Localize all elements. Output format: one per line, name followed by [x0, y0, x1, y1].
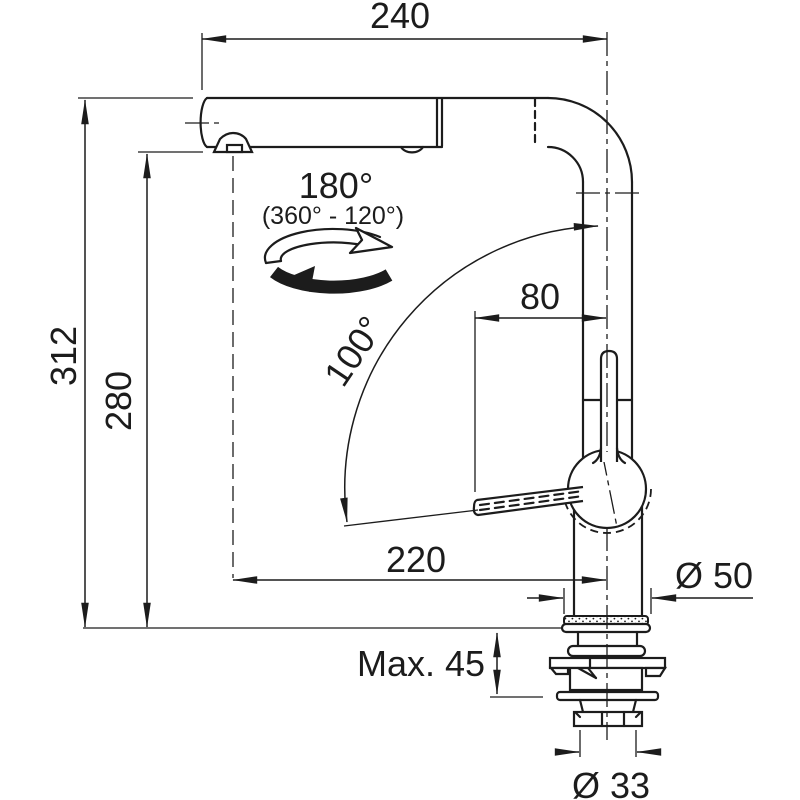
dim-240: 240 — [201, 0, 608, 90]
bend-outer-arc — [546, 96, 634, 184]
lever-angle-arc — [340, 223, 599, 523]
dim-diameter-33: Ø 33 — [554, 730, 662, 800]
handle-base-flare — [615, 446, 627, 465]
bracket-wedge — [586, 666, 598, 680]
dim-80: 80 — [474, 276, 607, 492]
spout — [185, 96, 550, 154]
mounting-nut — [572, 710, 644, 728]
dim-lever-angle-100: 100° — [316, 223, 599, 527]
dim-312: 312 — [43, 97, 193, 628]
lower-shank — [578, 698, 638, 714]
handle-tilted — [472, 485, 585, 517]
max-thickness-label: Max. 45 — [357, 643, 485, 684]
aerator-notch — [225, 143, 244, 154]
dim-220: 220 — [232, 156, 607, 584]
swivel-angle-note: (360° - 120°) — [262, 202, 404, 230]
bracket-body — [568, 666, 644, 692]
cartridge-axis — [601, 451, 618, 528]
rotation-icon — [263, 226, 394, 294]
dim-240-label: 240 — [370, 0, 430, 36]
lever-angle-label: 100° — [316, 309, 392, 394]
swivel-angle-label: 180° — [299, 165, 373, 206]
dim-220-label: 220 — [386, 539, 446, 580]
base-flange — [560, 622, 652, 634]
base-diameter-label: Ø 50 — [675, 555, 753, 596]
bracket-wedge — [576, 666, 598, 680]
lever-extension-line — [343, 509, 479, 527]
rotation-black-arrow — [285, 266, 315, 292]
dim-max-45: Max. 45 — [357, 632, 501, 695]
dim-diameter-50: Ø 50 — [527, 555, 753, 614]
mounting-hardware — [548, 615, 667, 728]
riser-pipe — [546, 96, 639, 472]
bend-inner-arc — [546, 145, 585, 184]
dim-280-label: 280 — [98, 371, 139, 431]
dim-312-label: 312 — [43, 326, 84, 386]
dim-280: 280 — [98, 151, 203, 628]
dim-80-label: 80 — [520, 276, 560, 317]
dim-swivel-180: 180° (360° - 120°) — [262, 165, 404, 230]
shank-diameter-label: Ø 33 — [572, 765, 650, 800]
faucet-outline — [83, 32, 667, 740]
bracket-wing-left — [548, 666, 570, 676]
underside-bump — [399, 145, 425, 154]
bracket-wing-right — [644, 666, 667, 678]
